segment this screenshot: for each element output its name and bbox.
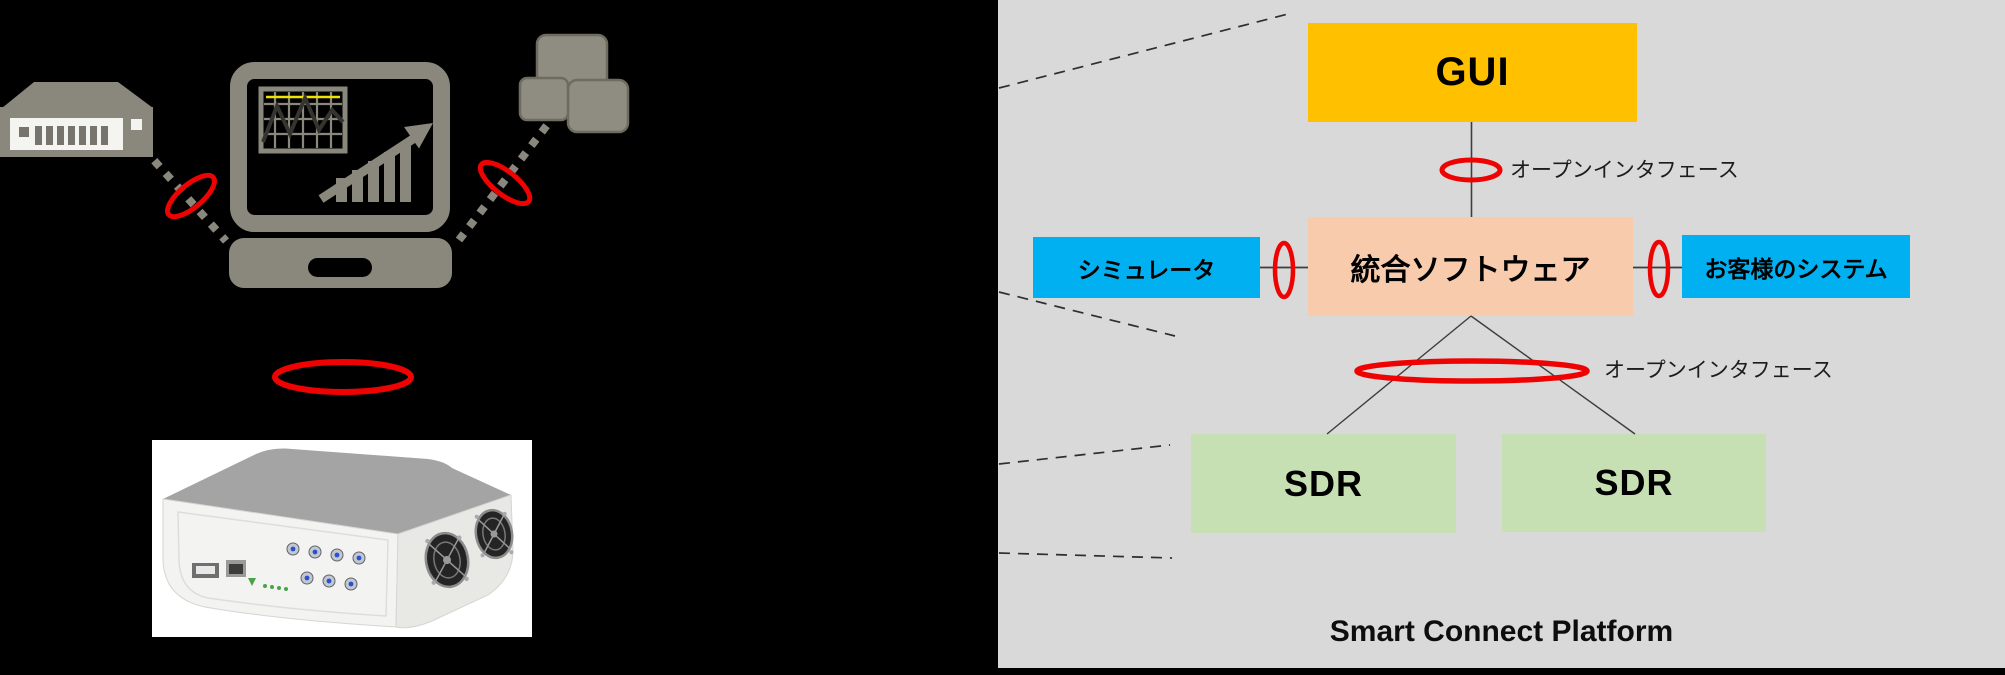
integrated-software-label: 統合ソフトウェア xyxy=(1350,253,1591,287)
gui-box-label: GUI xyxy=(1435,50,1510,94)
sma-connectors xyxy=(286,542,366,591)
sdr-box-left: SDR xyxy=(1191,434,1456,533)
app-windows-icon xyxy=(518,33,630,134)
radio-hardware-icon xyxy=(0,82,153,157)
customer-system-box: お客様のシステム xyxy=(1682,235,1910,298)
interface-ring-marker-bottom xyxy=(272,359,414,395)
customer-system-label: お客様のシステム xyxy=(1704,255,1888,282)
sfp-port xyxy=(192,563,219,578)
sdr-device-photo xyxy=(152,440,532,637)
integrated-software-box: 統合ソフトウェア xyxy=(1308,217,1633,316)
interface-ring-marker-left xyxy=(165,172,217,220)
open-interface-label-lower: オープンインタフェース xyxy=(1604,359,1833,382)
interface-ring-marker-right xyxy=(477,159,533,207)
dotted-link-right xyxy=(455,100,568,243)
status-leds xyxy=(248,578,288,591)
sdr-left-label: SDR xyxy=(1283,462,1363,504)
sdr-right-label: SDR xyxy=(1594,462,1674,503)
laptop-analytics-icon xyxy=(229,62,452,288)
simulator-label: シミュレータ xyxy=(1077,256,1216,283)
sdr-box-right: SDR xyxy=(1502,434,1766,532)
rising-bar-chart-glyph xyxy=(318,123,433,203)
dotted-link-left xyxy=(140,145,229,244)
open-interface-label-upper: オープンインタフェース xyxy=(1510,159,1739,182)
platform-title: Smart Connect Platform xyxy=(1329,615,1674,648)
gui-box: GUI xyxy=(1308,23,1637,122)
cooling-fans xyxy=(424,508,514,589)
spreadsheet-chart-glyph xyxy=(258,86,348,154)
ethernet-port xyxy=(226,560,246,577)
simulator-box: シミュレータ xyxy=(1033,237,1260,298)
